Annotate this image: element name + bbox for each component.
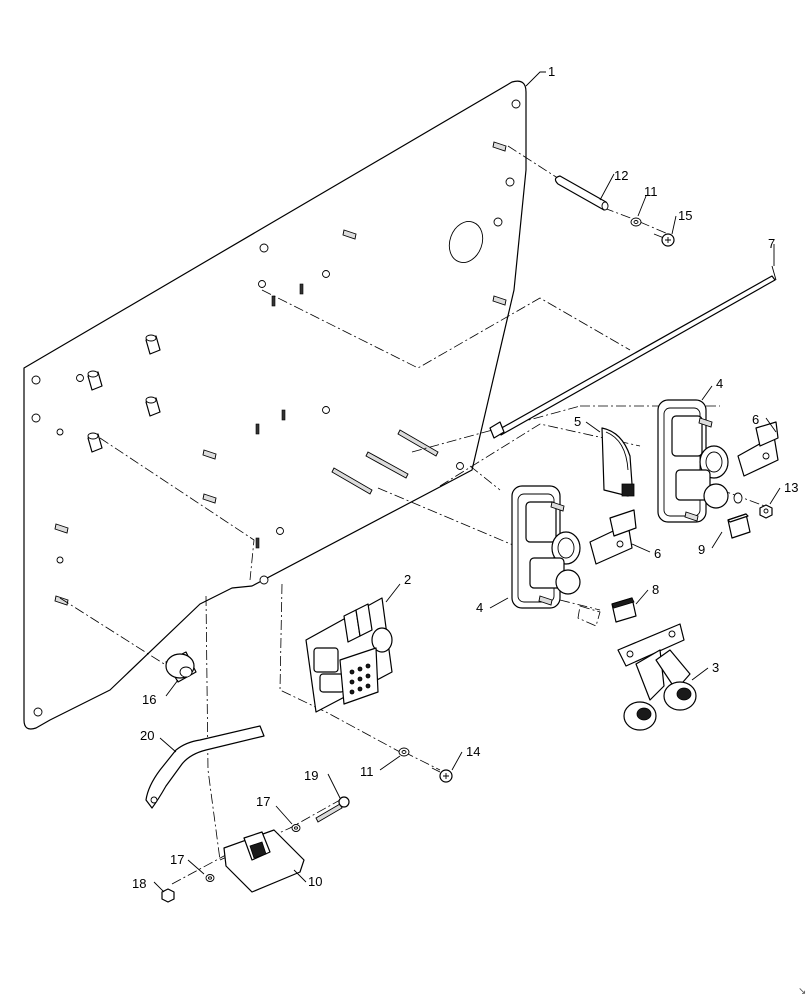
stud: [342, 229, 357, 240]
nut: [161, 888, 175, 903]
stud: [492, 295, 507, 306]
handle: [145, 725, 265, 809]
bracket-upper: [737, 421, 779, 477]
callout-10: 10: [308, 874, 322, 889]
washer: [205, 874, 215, 882]
callout-4-lower: 4: [476, 600, 483, 615]
stud: [202, 493, 217, 504]
callout-6-upper: 6: [752, 412, 759, 427]
pin: [554, 175, 609, 211]
screw: [653, 233, 675, 247]
standoff: [87, 432, 103, 453]
screw: [431, 767, 453, 783]
callout-8: 8: [652, 582, 659, 597]
screw-long: [315, 796, 350, 823]
stud: [54, 523, 69, 534]
switch-cover-lower: [577, 597, 637, 627]
switch-assembly-upper: [657, 399, 729, 523]
washer: [291, 824, 301, 832]
stud: [54, 595, 69, 606]
threaded-stud: [331, 467, 373, 495]
stud: [202, 449, 217, 460]
mounting-plate: [23, 80, 527, 730]
callout-4-upper: 4: [716, 376, 723, 391]
stud: [492, 141, 507, 152]
callout-2: 2: [404, 572, 411, 587]
washer: [630, 217, 642, 227]
connector-pins: [349, 663, 371, 695]
callout-labels: 1 2 3 4 4 5 6 6 7 8 9 10 11 11 12 13 14 …: [132, 64, 798, 891]
washer: [398, 747, 410, 757]
callout-14: 14: [466, 744, 480, 759]
callout-13: 13: [784, 480, 798, 495]
cable-tie: [489, 265, 777, 439]
callout-15: 15: [678, 208, 692, 223]
round-spacer: [165, 651, 197, 683]
electronic-module: [305, 597, 393, 713]
threaded-stud: [365, 451, 409, 479]
callout-11-upper: 11: [644, 184, 658, 199]
callout-18: 18: [132, 876, 146, 891]
callout-16: 16: [142, 692, 156, 707]
callout-11-lower: 11: [360, 764, 374, 779]
standoff: [145, 396, 161, 417]
leader-lines: [153, 71, 781, 893]
callout-20: 20: [140, 728, 154, 743]
callout-6-lower: 6: [654, 546, 661, 561]
callout-17-upper: 17: [256, 794, 270, 809]
callout-1: 1: [548, 64, 555, 79]
callout-17-lower: 17: [170, 852, 184, 867]
clamp-block: [223, 829, 305, 893]
bracket-lower: [589, 509, 637, 565]
callout-19: 19: [304, 768, 318, 783]
callout-3: 3: [712, 660, 719, 675]
switch-cover-upper: [727, 513, 751, 539]
isolator-bracket: [617, 623, 697, 731]
wire-clip: [601, 427, 635, 497]
callout-7: 7: [768, 236, 775, 251]
switch-assembly-lower: [511, 485, 581, 609]
callout-9: 9: [698, 542, 705, 557]
standoff: [145, 334, 161, 355]
callout-5: 5: [574, 414, 581, 429]
rubber-foot: [663, 681, 697, 711]
corner-arrow-mark: ↘: [798, 986, 806, 997]
threaded-stud: [397, 429, 439, 457]
standoff: [87, 370, 103, 391]
callout-12: 12: [614, 168, 628, 183]
nut: [733, 492, 773, 519]
rubber-foot: [623, 701, 657, 731]
